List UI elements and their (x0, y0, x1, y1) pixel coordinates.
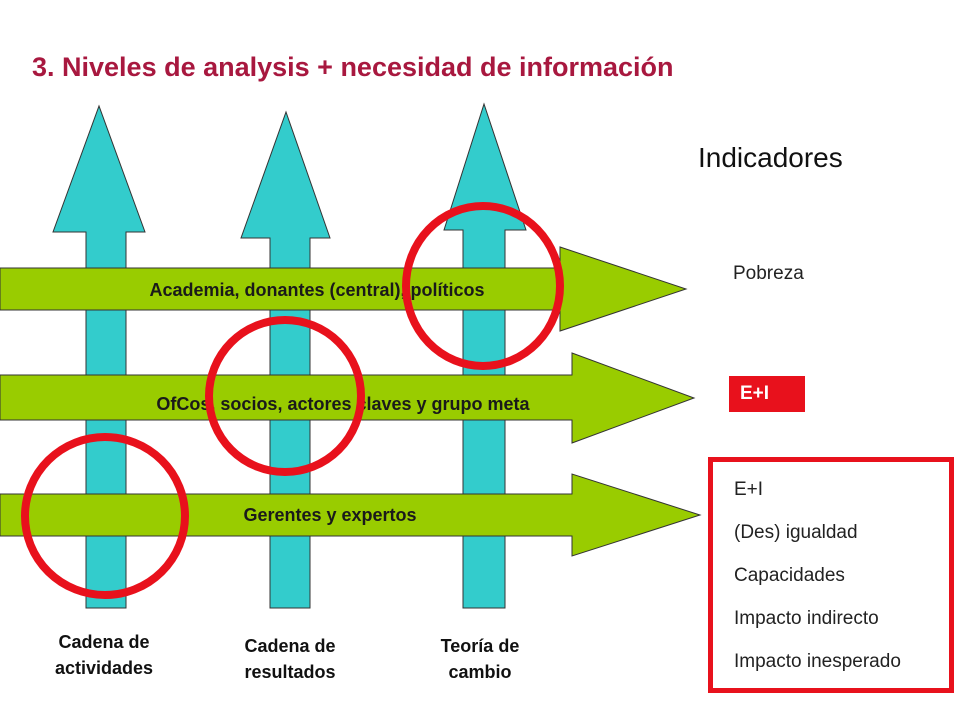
level-label-academia: Academia, donantes (central), políticos (149, 280, 484, 300)
ei-badge: E+I (729, 376, 805, 412)
page-title: 3. Niveles de analysis + necesidad de in… (32, 52, 674, 82)
indicator-item: Impacto inesperado (734, 651, 901, 672)
right-arrow-gerentes (0, 473, 702, 557)
column-label-line: actividades (54, 658, 154, 678)
column-label-teoria: Teoría de cambio (400, 633, 560, 685)
indicator-item: Capacidades (734, 565, 845, 586)
column-label-line: resultados (244, 662, 336, 682)
up-arrow-teoria (443, 102, 527, 609)
highlight-circle-resultados-ofcos (205, 316, 365, 476)
level-label-gerentes: Gerentes y expertos (243, 505, 416, 525)
level-label-ofcos: OfCos, socios, actores claves y grupo me… (156, 394, 530, 414)
column-label-actividades: Cadena de actividades (24, 629, 184, 681)
indicator-item: E+I (734, 479, 764, 500)
column-label-resultados: Cadena de resultados (210, 633, 370, 685)
indicator-item: Impacto indirecto (734, 608, 879, 629)
indicator-item: (Des) igualdad (734, 522, 858, 543)
highlight-circle-teoria-academia (402, 202, 564, 370)
column-label-line: Cadena de (58, 632, 150, 652)
indicators-heading: Indicadores (698, 142, 843, 173)
column-label-line: Teoría de (440, 636, 520, 656)
up-arrow-resultados (240, 110, 331, 609)
column-label-line: Cadena de (244, 636, 336, 656)
indicator-pobreza: Pobreza (733, 263, 804, 284)
highlight-circle-actividades-gerentes (21, 433, 189, 599)
right-arrow-ofcos (0, 352, 696, 444)
up-arrow-actividades (52, 104, 146, 609)
column-label-line: cambio (448, 662, 512, 682)
indicator-list-box (708, 457, 954, 693)
